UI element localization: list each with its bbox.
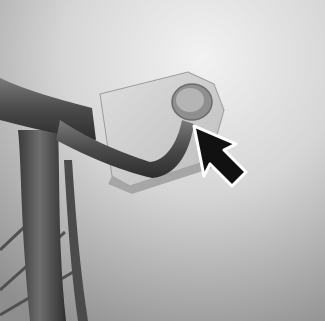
bracket-hole-inner xyxy=(176,88,204,112)
